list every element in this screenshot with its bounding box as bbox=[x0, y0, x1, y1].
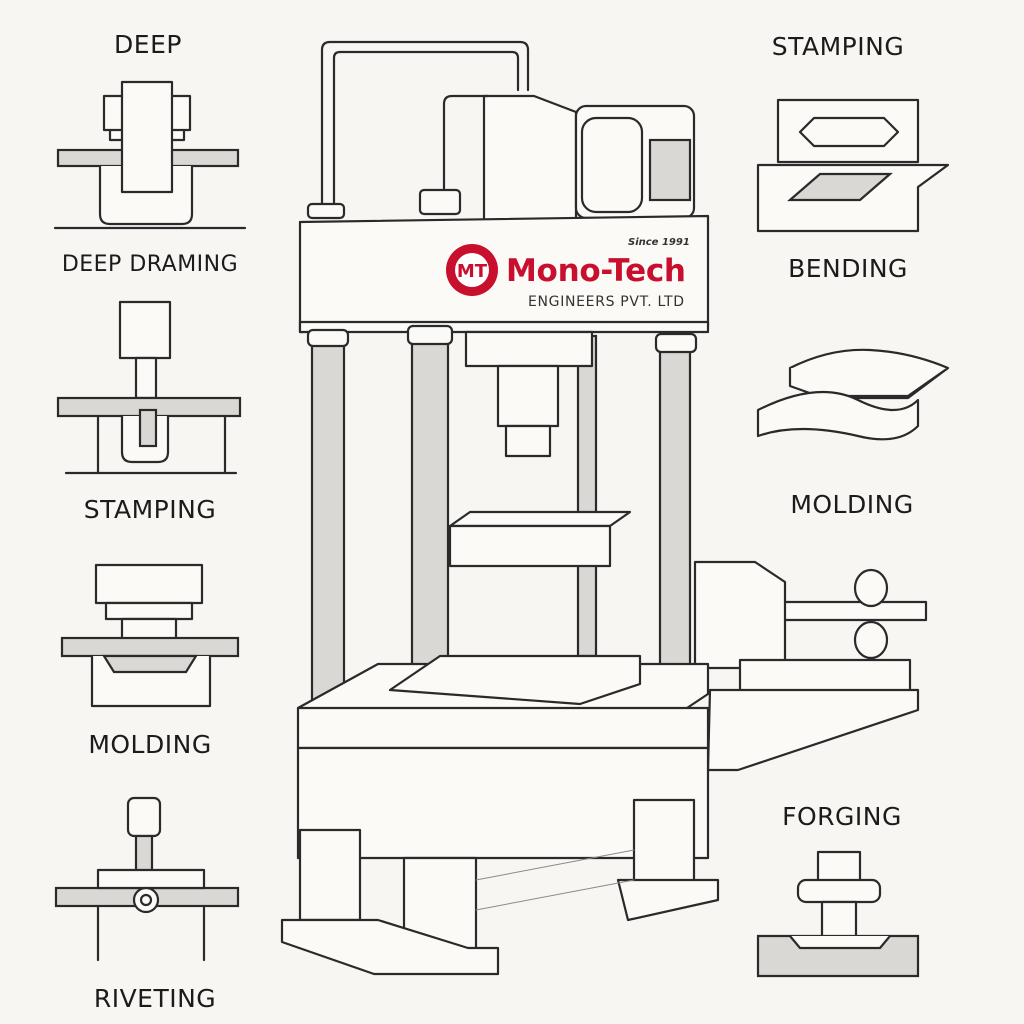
deep-icon bbox=[53, 80, 247, 230]
label-forging: FORGING bbox=[782, 802, 902, 831]
logo-since: Since 1991 bbox=[628, 237, 690, 248]
hydraulic-press bbox=[280, 40, 720, 976]
forging-icon bbox=[756, 850, 920, 978]
logo-subtitle: ENGINEERS PVT. LTD bbox=[528, 294, 684, 310]
label-riveting: RIVETING bbox=[93, 984, 217, 1013]
molding-right-icon bbox=[693, 560, 928, 772]
label-stamping-left: STAMPING bbox=[83, 495, 217, 524]
label-bending: BENDING bbox=[788, 254, 908, 283]
label-molding-left: MOLDING bbox=[88, 730, 212, 759]
bending-icon bbox=[756, 348, 950, 441]
logo-brand: Mono-Tech bbox=[506, 253, 686, 289]
label-deep: DEEP bbox=[114, 30, 182, 59]
label-molding-right: MOLDING bbox=[790, 490, 914, 519]
stamping-right-icon bbox=[756, 98, 950, 233]
riveting-icon bbox=[54, 796, 240, 962]
label-stamping-right: STAMPING bbox=[771, 32, 905, 61]
label-deep-drawing: DEEP DRAMING bbox=[61, 252, 239, 277]
logo-monogram: MT bbox=[457, 261, 488, 282]
deep-drawing-icon bbox=[56, 300, 242, 475]
stamping-left-icon bbox=[60, 563, 240, 708]
mono-tech-logo: MT Mono-Tech Since 1991 ENGINEERS PVT. L… bbox=[446, 237, 690, 310]
